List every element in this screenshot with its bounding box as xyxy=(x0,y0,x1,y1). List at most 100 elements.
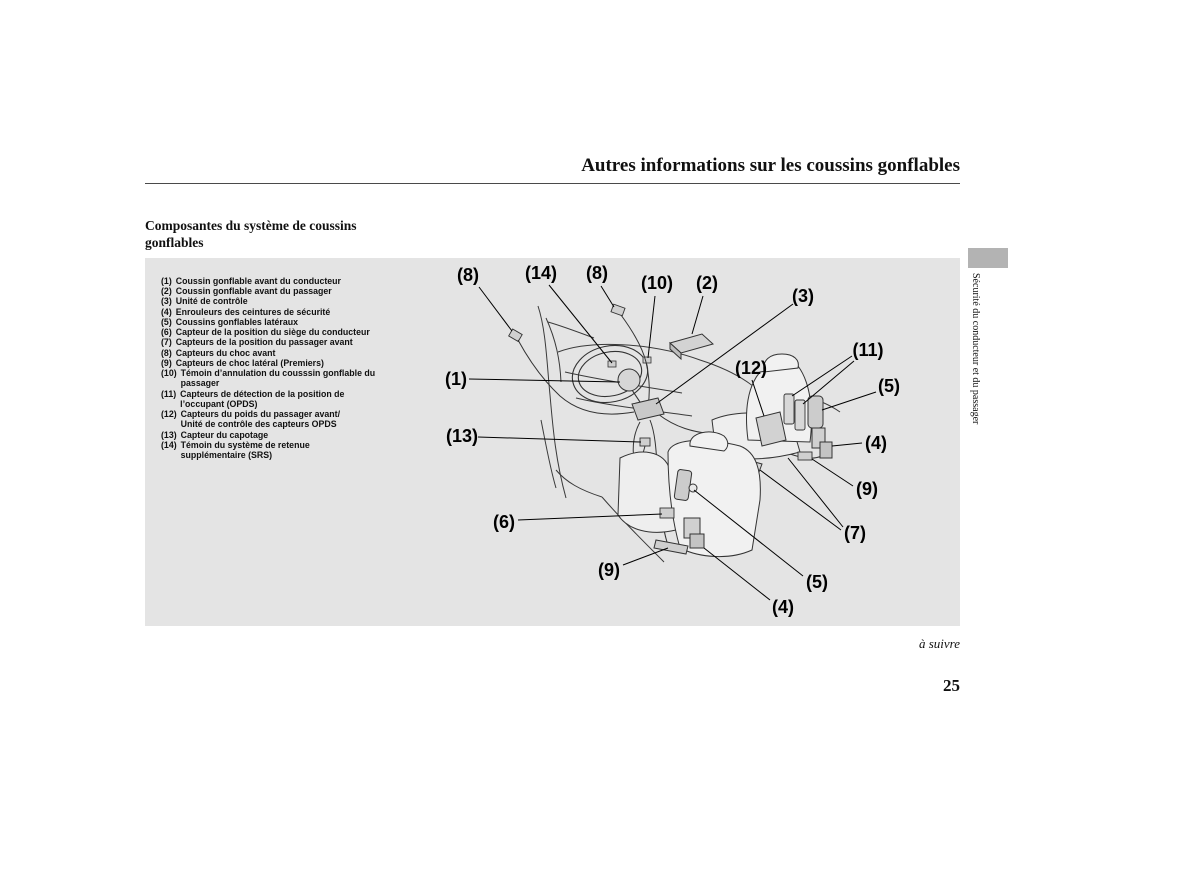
legend-text: supplémentaire (SRS) xyxy=(180,449,273,460)
chapter-label: Sécurité du conducteur et du passager xyxy=(970,273,981,425)
door-panel-line xyxy=(540,419,557,489)
legend-text: Témoin d’annulation du cousssin gonflabl… xyxy=(180,368,376,379)
passenger-side-airbag xyxy=(807,395,824,429)
legend-number: (4) xyxy=(161,306,172,317)
driver-headrest xyxy=(689,431,729,452)
legend-text: Unité de contrôle xyxy=(175,296,248,307)
occupant-position-sensor-1 xyxy=(783,393,795,425)
legend-item: (10) Témoin d’annulation du cousssin gon… xyxy=(161,368,375,388)
occupant-position-sensor-2 xyxy=(794,399,806,431)
left-sensor-cable xyxy=(517,339,635,415)
leader-line xyxy=(759,469,842,531)
driver-side-impact-sensor xyxy=(653,539,689,555)
driver-seat-cushion xyxy=(617,451,677,533)
callout-label: (3) xyxy=(792,286,814,306)
steering-wheel-rim-inner xyxy=(577,350,643,398)
legend-number: (5) xyxy=(161,316,172,327)
legend-number: (11) xyxy=(161,388,177,399)
passenger-airbag-off-indicator xyxy=(642,356,652,364)
leader-line xyxy=(821,391,877,411)
callout-label: (4) xyxy=(865,433,887,453)
legend-item: (4) Enrouleurs des ceintures de sécurité xyxy=(161,307,375,317)
dashboard-top-line xyxy=(557,343,761,393)
legend-item: (12) Capteurs du poids du passager avant… xyxy=(161,409,375,429)
legend-number: (9) xyxy=(161,357,172,368)
legend-text: Unité de contrôle des capteurs OPDS xyxy=(180,419,337,430)
legend-text: Capteurs de détection de la position de xyxy=(180,388,345,399)
callout-label: (8) xyxy=(586,263,608,283)
legend-item: (2) Coussin gonflable avant du passager xyxy=(161,286,375,296)
callout-label: (11) xyxy=(852,340,883,360)
legend-item: (13) Capteur du capotage xyxy=(161,430,375,440)
legend-item: (3) Unité de contrôle xyxy=(161,296,375,306)
weight-sensor-control-unit xyxy=(755,411,787,447)
legend-number: (2) xyxy=(161,286,172,297)
legend-text: Coussin gonflable avant du passager xyxy=(175,286,332,297)
callout-label: (2) xyxy=(696,273,718,293)
callout-labels: (8) (14) (8) (10) (2) (3) (11) (12) (5) … xyxy=(445,263,900,617)
callout-label: (9) xyxy=(598,560,620,580)
legend-text: Capteurs du choc avant xyxy=(175,347,276,358)
legend-text: Témoin du système de retenue xyxy=(180,439,310,450)
legend-item: (9) Capteurs de choc latéral (Premiers) xyxy=(161,358,375,368)
front-impact-sensor-right xyxy=(610,303,626,317)
srs-indicator-lamp xyxy=(607,360,617,368)
page-number: 25 xyxy=(943,676,960,695)
leader-line xyxy=(811,458,854,487)
legend-item: (8) Capteurs du choc avant xyxy=(161,348,375,358)
legend-text: l’occupant (OPDS) xyxy=(180,398,258,409)
legend-item: (1) Coussin gonflable avant du conducteu… xyxy=(161,276,375,286)
leader-line xyxy=(655,303,794,405)
hood-sensor xyxy=(639,437,651,447)
callout-label: (12) xyxy=(735,358,767,378)
driver-side-airbag-connector xyxy=(688,483,698,493)
chapter-tab xyxy=(968,248,1008,268)
callout-label: (5) xyxy=(878,376,900,396)
legend-number: (3) xyxy=(161,296,172,307)
legend-item: (6) Capteur de la position du siège du c… xyxy=(161,327,375,337)
windshield-base-line xyxy=(547,321,595,339)
leader-line xyxy=(787,457,844,528)
callout-label: (14) xyxy=(525,263,557,283)
leader-line xyxy=(802,360,855,405)
leader-line xyxy=(517,513,663,521)
dashboard-lower-line xyxy=(575,397,693,417)
legend-item: (7) Capteurs de la position du passager … xyxy=(161,337,375,347)
legend-text: Capteurs de choc latéral (Premiers) xyxy=(175,357,324,368)
title-divider xyxy=(145,183,960,184)
legend-text: Coussin gonflable avant du conducteur xyxy=(175,276,341,286)
driver-seatbelt-retractor-base xyxy=(689,533,705,549)
callout-label: (10) xyxy=(641,273,673,293)
callout-label: (6) xyxy=(493,512,515,532)
section-heading: Composantes du système de coussins gonfl… xyxy=(145,218,357,250)
a-pillar-line xyxy=(545,317,562,383)
legend-number: (1) xyxy=(161,276,172,286)
front-impact-sensor-left xyxy=(508,328,523,343)
legend-number: (13) xyxy=(161,429,177,440)
callout-label: (4) xyxy=(772,597,794,617)
legend-item: (11) Capteurs de détection de la positio… xyxy=(161,389,375,409)
legend-number: (12) xyxy=(161,409,177,420)
leader-line xyxy=(703,547,771,601)
leader-line xyxy=(693,489,804,577)
airbag-system-diagram: (8) (14) (8) (10) (2) (3) (11) (12) (5) … xyxy=(445,263,900,617)
passenger-front-airbag-face xyxy=(669,341,682,361)
leader-line xyxy=(477,436,642,443)
legend-number: (6) xyxy=(161,327,172,338)
passenger-seatbelt-retractor-base xyxy=(819,441,833,459)
legend-number: (8) xyxy=(161,347,172,358)
leader-line xyxy=(831,442,863,447)
leader-line xyxy=(548,284,613,364)
passenger-side-impact-sensor xyxy=(797,451,813,461)
legend-text: Capteurs de la position du passager avan… xyxy=(175,337,353,348)
door-sill-line xyxy=(555,469,603,498)
leader-line xyxy=(600,285,615,308)
continued-note: à suivre xyxy=(918,636,960,651)
leader-line xyxy=(791,355,853,397)
leader-lines xyxy=(468,284,877,601)
legend-text: Capteur de la position du siège du condu… xyxy=(175,327,370,338)
door-frame-line xyxy=(537,305,567,499)
driver-seat-position-sensor xyxy=(659,507,675,519)
legend-text: Coussins gonflables latéraux xyxy=(175,316,298,327)
legend-number: (14) xyxy=(161,439,177,450)
